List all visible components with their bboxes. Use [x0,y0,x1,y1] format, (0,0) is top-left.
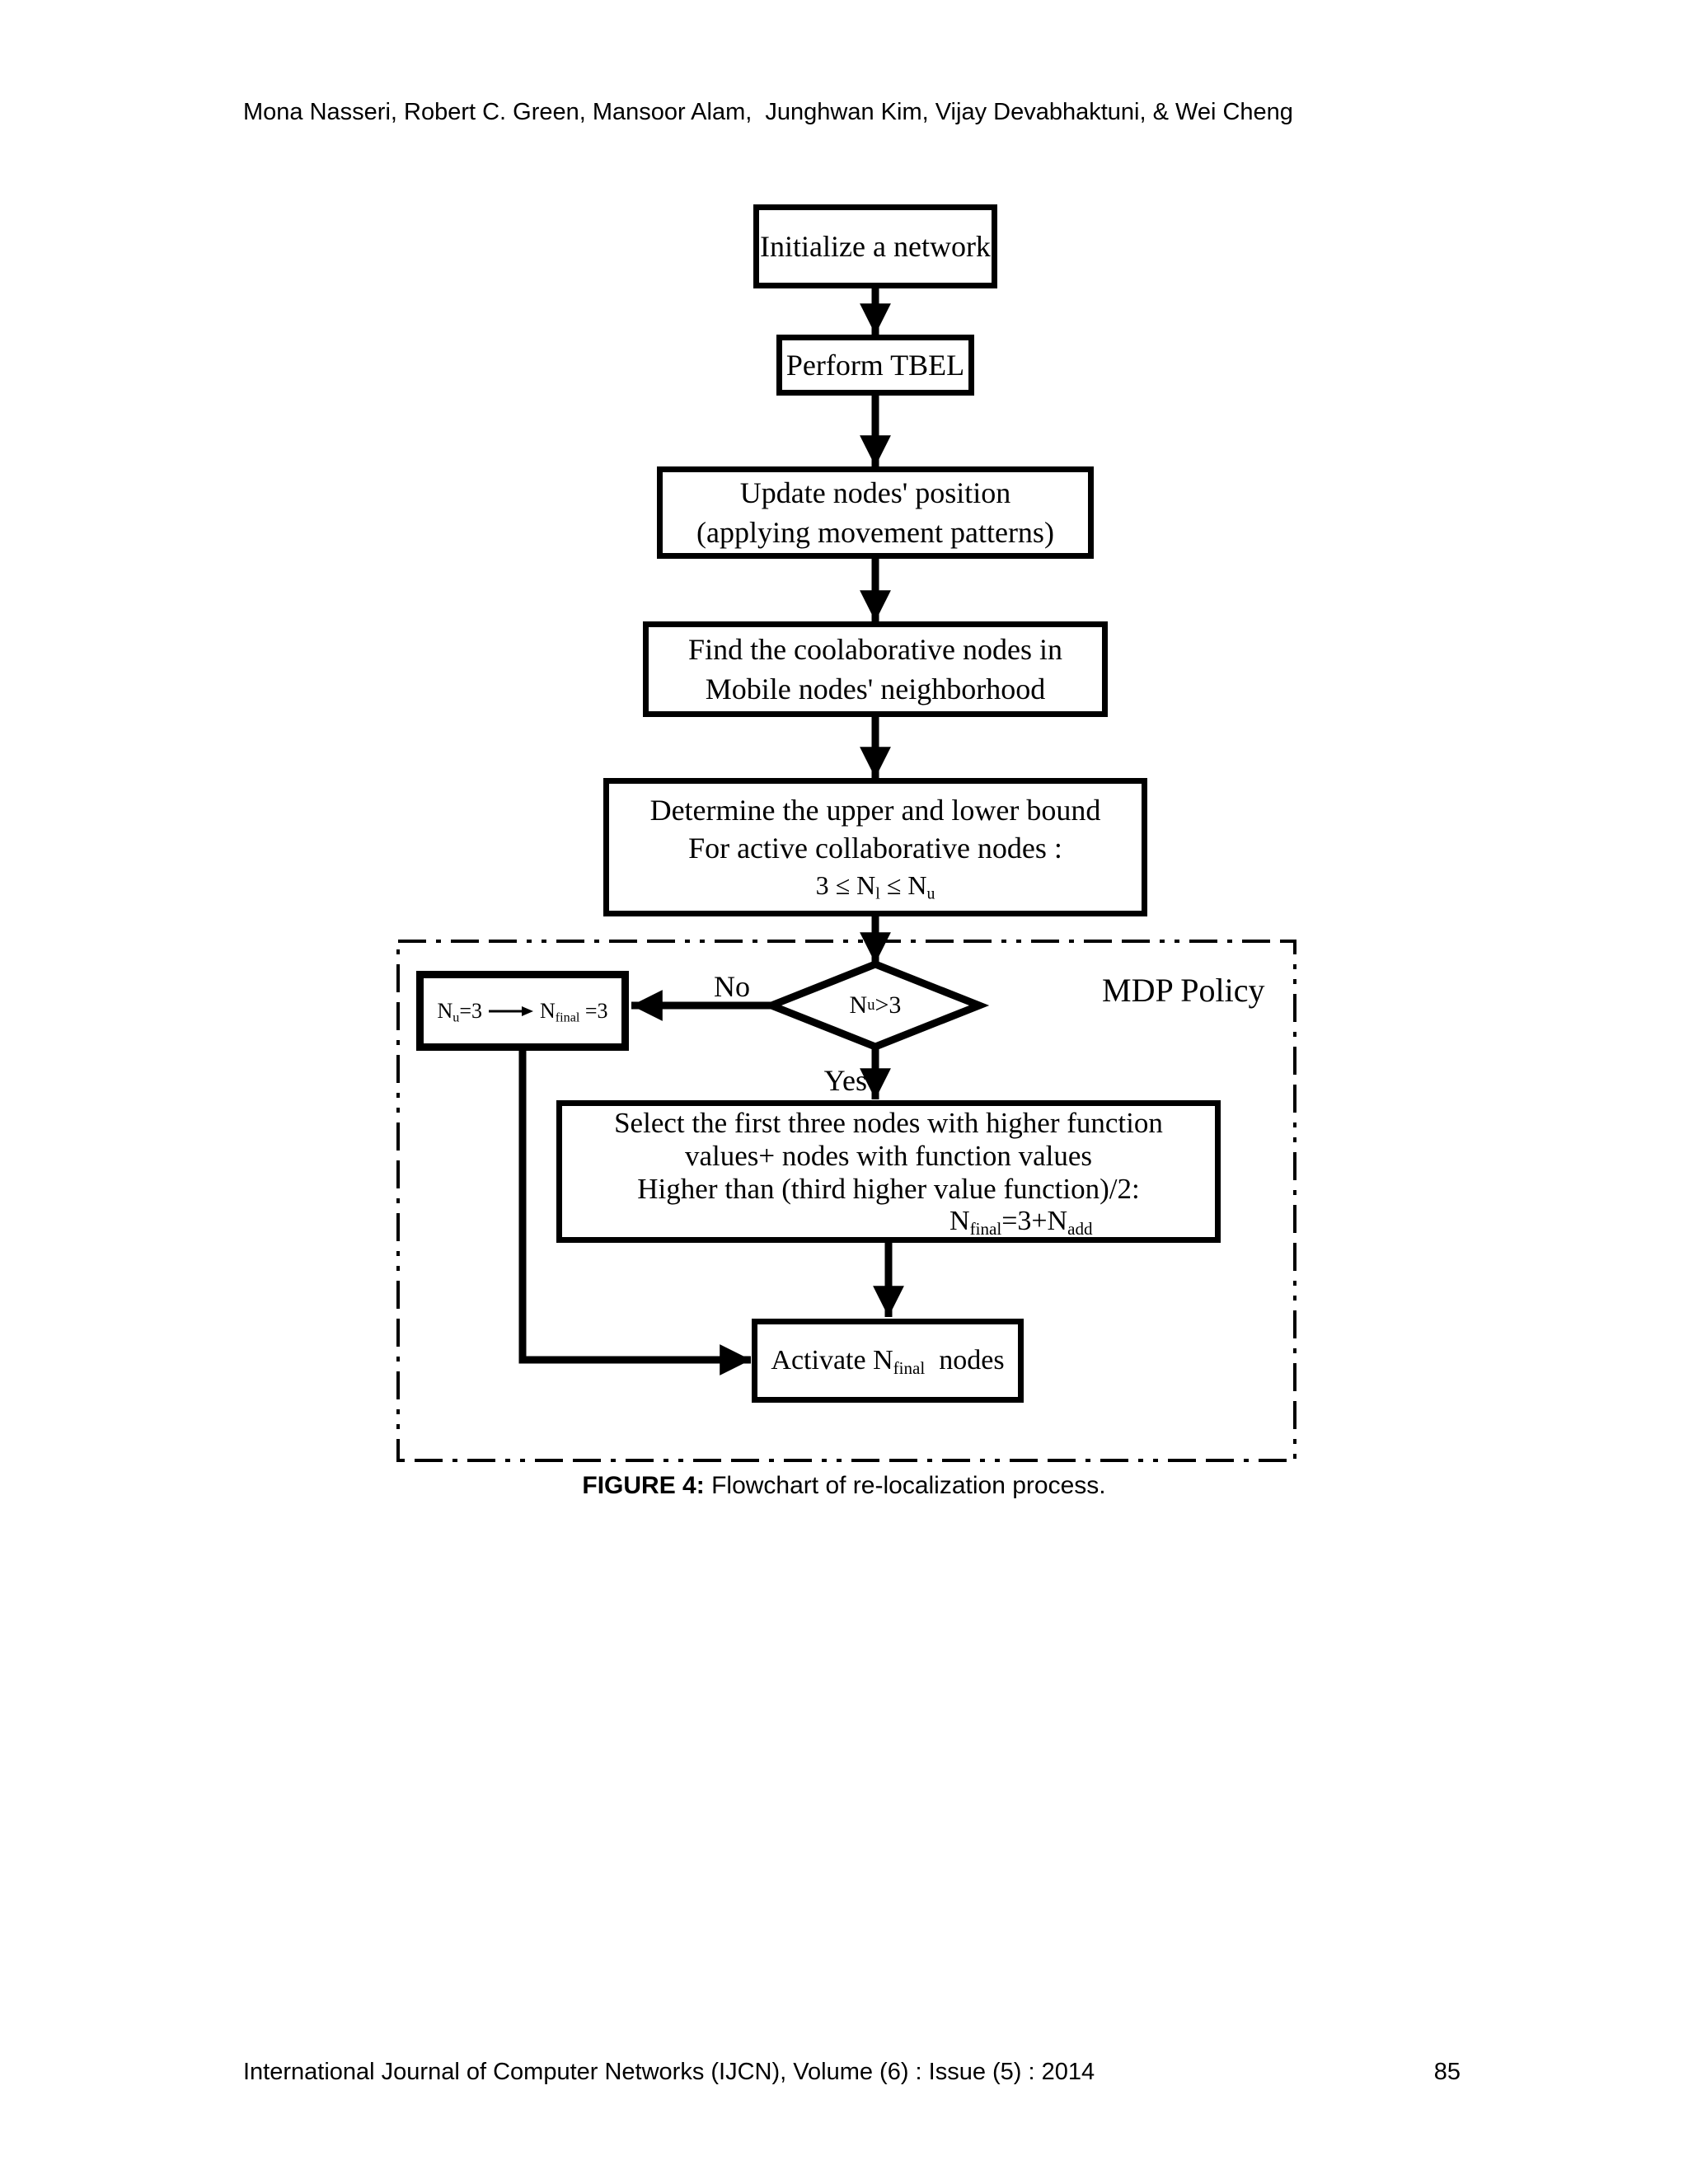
flow-node-activate-nodes: Activate Nfinal nodes [752,1319,1024,1403]
flow-node-initialize-network: Initialize a network [753,204,997,288]
flow-node-line: Update nodes' position [739,476,1011,509]
select-formula: Nfinal=3+Nadd [950,1205,1093,1239]
branch-label-yes: Yes [823,1064,867,1097]
figure-caption-number: FIGURE 4: [582,1472,705,1499]
flow-node-label: Perform TBEL [785,349,965,382]
assign-arrow-icon [489,1005,534,1016]
footer-page-number: 85 [1433,2059,1461,2085]
figure-caption: FIGURE 4: Flowchart of re-localization p… [0,1472,1688,1500]
flow-node-line: values+ nodes with function values [684,1139,1093,1172]
arrow-fallback-to-activate [518,1047,751,1376]
flow-node-perform-tbel: Perform TBEL [776,335,974,396]
flow-node-fallback-assignment: Nu=3 Nfinal =3 [416,971,629,1051]
mdp-policy-region-label: MDP Policy [1102,972,1265,1009]
bounds-formula: 3 ≤ Nl ≤ Nu [815,870,935,903]
footer-journal-line: International Journal of Computer Networ… [243,2059,1095,2085]
flow-node-label: Initialize a network [760,230,991,263]
page-header-authors: Mona Nasseri, Robert C. Green, Mansoor A… [243,99,1293,125]
decision-diamond-shape [761,960,990,1051]
figure-caption-text: Flowchart of re-localization process. [704,1472,1106,1499]
fallback-right-expression: Nfinal =3 [540,998,608,1024]
flow-node-line: Higher than (third higher value function… [637,1172,1140,1205]
flow-node-select-nodes: Select the first three nodes with higher… [556,1100,1221,1243]
flow-node-line: (applying movement patterns) [696,516,1054,549]
fallback-left-expression: Nu=3 [437,998,483,1024]
flow-node-line: For active collaborative nodes : [688,832,1062,865]
flow-node-find-collaborative-nodes: Find the coolaborative nodes in Mobile n… [643,621,1108,717]
mdp-region-border [396,940,1296,1462]
flow-node-line: Mobile nodes' neighborhood [705,673,1046,705]
flow-node-line: Find the coolaborative nodes in [688,633,1062,666]
flow-node-determine-bounds: Determine the upper and lower bound For … [603,778,1147,916]
flow-node-update-positions: Update nodes' position (applying movemen… [657,466,1094,559]
flow-node-line: Select the first three nodes with higher… [614,1106,1163,1139]
flow-node-line: Determine the upper and lower bound [649,794,1101,827]
branch-label-no: No [714,970,750,1003]
flow-node-label: Activate Nfinal nodes [771,1345,1005,1378]
